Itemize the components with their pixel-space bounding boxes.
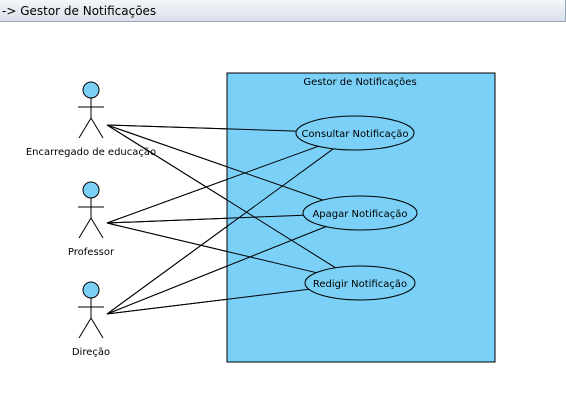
use-case-ellipse (302, 195, 418, 231)
actor-label: Encarregado de educação (26, 147, 156, 158)
system-boundary-label: Gestor de Notificações (303, 77, 416, 88)
actor-left-leg (78, 117, 92, 139)
use-case-apagar[interactable]: Apagar Notificação (302, 195, 418, 231)
actor-enc[interactable]: Encarregado de educação (26, 81, 156, 158)
association-line-dir-apagar-inner (106, 226, 327, 315)
association-line-dir-redigir-inner (106, 288, 309, 315)
actor-left-leg (78, 317, 92, 339)
actor-prof[interactable]: Professor (68, 181, 115, 258)
use-case-label: Consultar Notificação (301, 129, 408, 140)
association-lines-inside (106, 124, 336, 315)
use-case-ellipse (295, 115, 415, 151)
actor-dir[interactable]: Direção (72, 281, 110, 358)
diagram-title: -> Gestor de Notificações (2, 4, 157, 18)
association-line-enc-consultar-inner (106, 124, 297, 132)
use-case-consultar[interactable]: Consultar Notificação (295, 115, 415, 151)
association-line-prof-redigir-inner (106, 222, 317, 274)
actor-head-icon (82, 281, 100, 299)
use-case-ellipse (304, 265, 416, 301)
actor-left-leg (78, 217, 92, 239)
use-case-redigir[interactable]: Redigir Notificação (304, 265, 416, 301)
association-line-prof-consultar-inner (106, 145, 319, 224)
actor-right-leg (90, 317, 104, 339)
actor-head-icon (82, 81, 100, 99)
actor-label: Direção (72, 347, 110, 358)
use-case-label: Redigir Notificação (313, 279, 407, 290)
association-line-prof-apagar-inner (106, 214, 304, 224)
use-case-label: Apagar Notificação (312, 209, 407, 220)
association-line-enc-redigir-inner (106, 124, 336, 269)
actor-right-leg (90, 117, 104, 139)
association-line-enc-apagar-inner (106, 124, 324, 201)
association-line-dir-consultar-inner (106, 148, 334, 315)
actor-head-icon (82, 181, 100, 199)
diagram-title-bar: -> Gestor de Notificações (0, 0, 566, 22)
actor-right-leg (90, 217, 104, 239)
actor-label: Professor (68, 247, 115, 258)
